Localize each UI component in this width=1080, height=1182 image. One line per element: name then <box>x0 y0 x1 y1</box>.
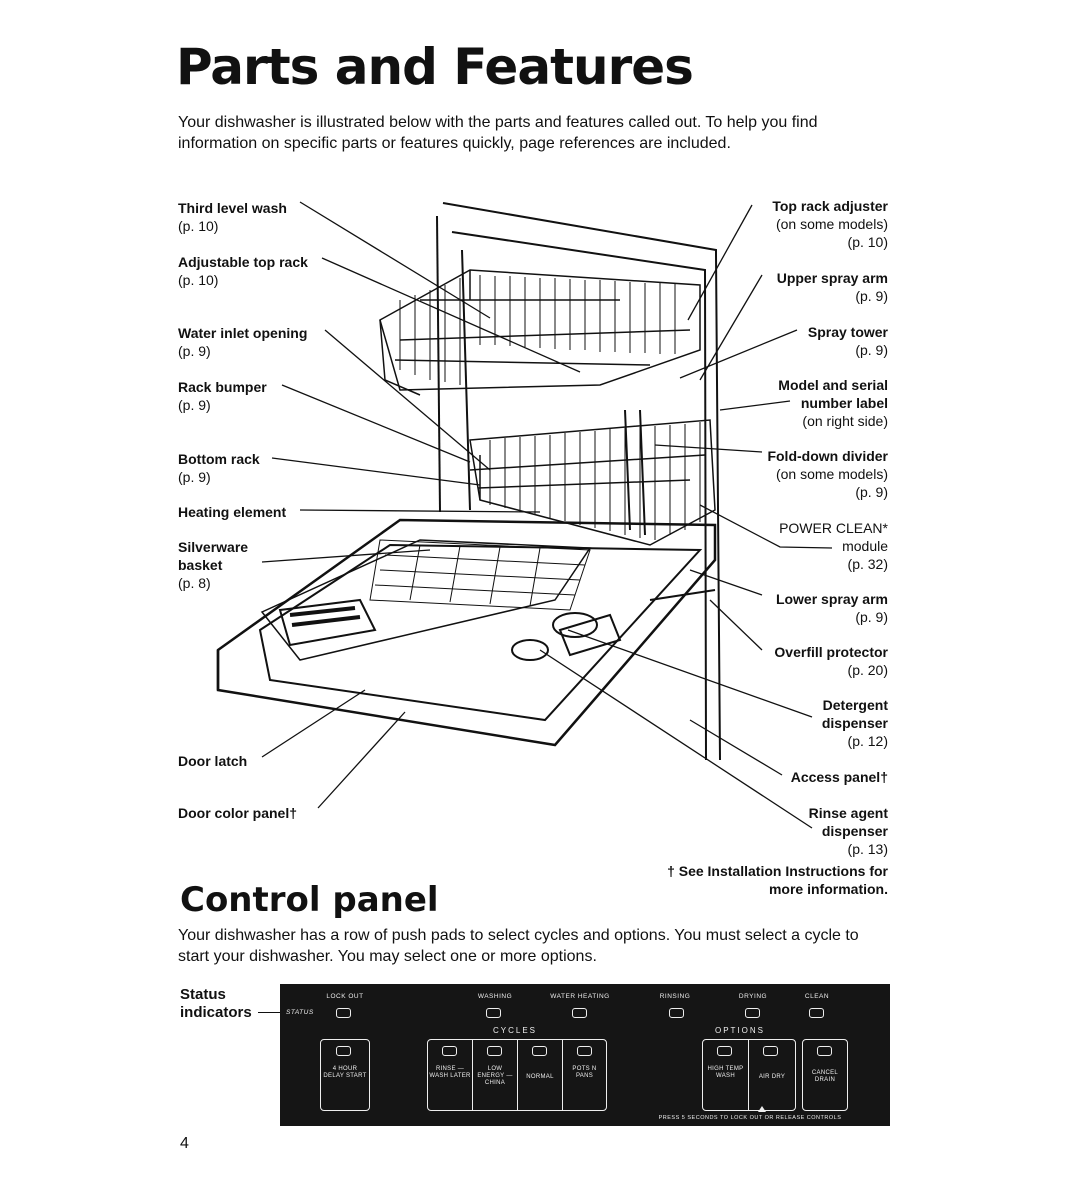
callout-model-serial-label: Model and serial number label(on right s… <box>778 377 888 429</box>
intro-text: Your dishwasher is illustrated below wit… <box>178 114 818 152</box>
status-word: STATUS <box>286 1009 314 1016</box>
led-cancel <box>817 1046 832 1056</box>
callout-door-latch: Door latch <box>178 753 248 769</box>
callout-access-panel: Access panel† <box>790 769 888 785</box>
callout-third-level-wash: Third level wash(p. 10) <box>178 200 287 234</box>
cycle-pad-low-energy[interactable]: LOW ENERGY — CHINA <box>473 1040 518 1110</box>
led-high-temp <box>717 1046 732 1056</box>
lockout-arrow-icon <box>758 1106 766 1112</box>
delay-start-pad[interactable]: 4 HOUR DELAY START <box>320 1039 370 1111</box>
callout-power-clean-module: POWER CLEAN* module(p. 32) <box>779 520 888 572</box>
cycle-pad-pots-pans[interactable]: POTS N PANS <box>563 1040 606 1110</box>
indicator-label-rinsing: RINSING <box>659 993 691 1000</box>
option-label-air-dry: AIR DRY <box>758 1074 786 1080</box>
callout-detergent-dispenser: Detergent dispenser(p. 12) <box>821 697 888 749</box>
indicator-label-lock-out: LOCK OUT <box>326 993 364 1000</box>
callout-overfill-protector: Overfill protector(p. 20) <box>774 644 888 678</box>
page-number: 4 <box>180 1135 189 1152</box>
led-rinse <box>442 1046 457 1056</box>
status-indicators-label: Status indicators <box>180 986 252 1021</box>
led-air-dry <box>763 1046 778 1056</box>
cycle-label-rinse: RINSE — WASH LATER <box>429 1066 471 1079</box>
cycles-label: CYCLES <box>492 1026 537 1035</box>
cycle-pad-group: RINSE — WASH LATER LOW ENERGY — CHINA NO… <box>427 1039 607 1111</box>
led-pots-pans <box>577 1046 592 1056</box>
indicator-label-drying: DRYING <box>738 993 768 1000</box>
led-normal <box>532 1046 547 1056</box>
status-leader-line <box>258 1012 282 1013</box>
callout-bottom-rack: Bottom rack(p. 9) <box>178 451 260 485</box>
cycle-label-pots-pans: POTS N PANS <box>572 1066 597 1079</box>
callout-rack-bumper: Rack bumper(p. 9) <box>178 379 267 413</box>
indicator-label-clean: CLEAN <box>804 993 830 1000</box>
callout-top-rack-adjuster: Top rack adjuster(on some models)(p. 10) <box>772 198 888 250</box>
callout-door-color-panel: Door color panel† <box>178 805 298 821</box>
option-pad-high-temp[interactable]: HIGH TEMP WASH <box>703 1040 749 1110</box>
page-title: Parts and Features <box>176 38 694 96</box>
cancel-drain-label: CANCEL DRAIN <box>811 1070 839 1083</box>
callout-fold-down-divider: Fold-down divider(on some models)(p. 9) <box>767 448 888 500</box>
callout-silverware-basket: Silverware basket(p. 8) <box>178 539 249 591</box>
option-pad-air-dry[interactable]: AIR DRY <box>749 1040 795 1110</box>
callout-heating-element: Heating element <box>178 504 287 520</box>
led-clean <box>809 1008 824 1018</box>
footnote: † See Installation Instructions for more… <box>667 863 888 897</box>
cancel-drain-pad[interactable]: CANCEL DRAIN <box>802 1039 848 1111</box>
callout-upper-spray-arm: Upper spray arm(p. 9) <box>776 270 888 304</box>
section-title-control-panel: Control panel <box>180 880 439 920</box>
led-drying <box>745 1008 760 1018</box>
led-lock-out <box>336 1008 351 1018</box>
callout-rinse-agent-dispenser: Rinse agent dispenser(p. 13) <box>808 805 888 857</box>
indicator-label-washing: WASHING <box>477 993 513 1000</box>
cycle-pad-rinse[interactable]: RINSE — WASH LATER <box>428 1040 473 1110</box>
callout-spray-tower: Spray tower(p. 9) <box>807 324 888 358</box>
lockout-hint: PRESS 5 SECONDS TO LOCK OUT OR RELEASE C… <box>658 1115 842 1121</box>
callout-adjustable-top-rack: Adjustable top rack(p. 10) <box>178 254 308 288</box>
led-washing <box>486 1008 501 1018</box>
control-intro: Your dishwasher has a row of push pads t… <box>178 927 859 965</box>
indicator-label-water-heating: WATER HEATING <box>550 993 610 1000</box>
led-low-energy <box>487 1046 502 1056</box>
led-delay <box>336 1046 351 1056</box>
delay-start-label: 4 HOUR DELAY START <box>323 1066 367 1079</box>
led-rinsing <box>669 1008 684 1018</box>
options-label: OPTIONS <box>714 1026 765 1035</box>
cycle-label-low-energy: LOW ENERGY — CHINA <box>477 1066 513 1086</box>
led-water-heating <box>572 1008 587 1018</box>
cycle-label-normal: NORMAL <box>526 1074 554 1080</box>
control-panel-image: STATUS LOCK OUT WASHING WATER HEATING RI… <box>280 984 890 1126</box>
option-pad-group: HIGH TEMP WASH AIR DRY <box>702 1039 796 1111</box>
callout-water-inlet-opening: Water inlet opening(p. 9) <box>178 325 308 359</box>
callout-lower-spray-arm: Lower spray arm(p. 9) <box>775 591 888 625</box>
cycle-pad-normal[interactable]: NORMAL <box>518 1040 563 1110</box>
option-label-high-temp: HIGH TEMP WASH <box>707 1066 744 1079</box>
